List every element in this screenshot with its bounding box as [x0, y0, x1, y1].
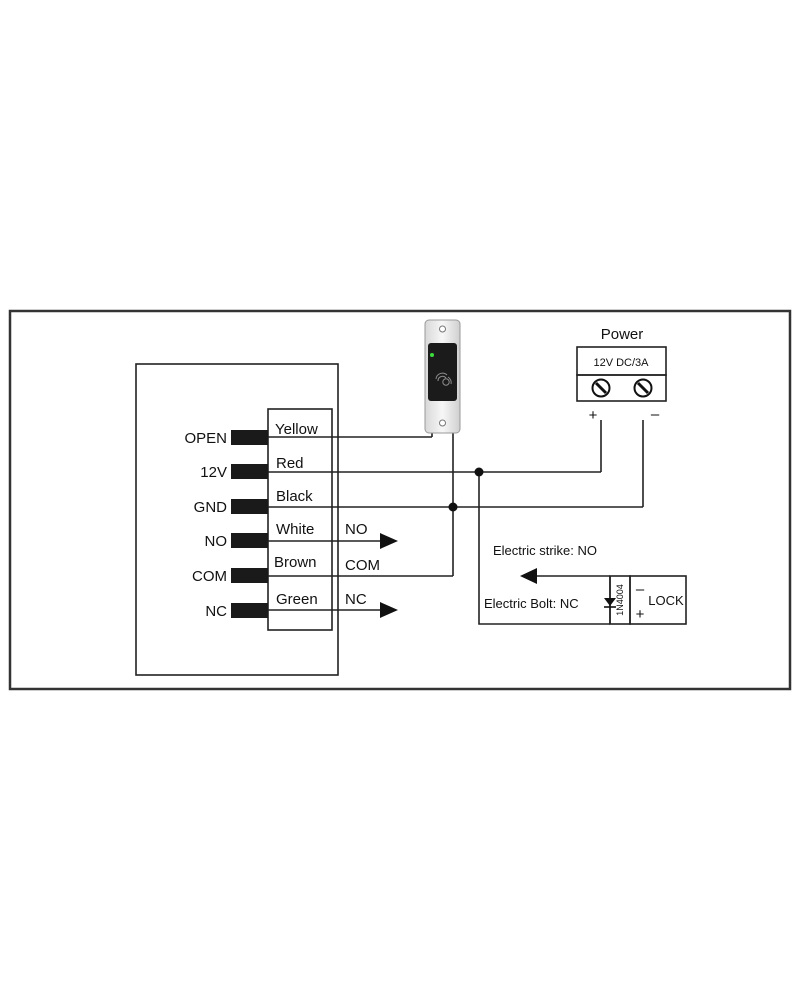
bolt-label: Electric Bolt: NC	[484, 596, 579, 611]
diagram-frame	[8, 309, 792, 691]
wire-label-yellow: Yellow	[275, 421, 318, 438]
diode-label: 1N4004	[615, 584, 625, 616]
reader-device	[424, 319, 461, 434]
wire-label-brown: Brown	[274, 554, 317, 571]
pin-block-no	[231, 533, 268, 548]
pin-label-gnd: GND	[194, 499, 228, 516]
pin-block-open	[231, 430, 268, 445]
wire-label-red: Red	[276, 455, 304, 472]
power-supply: Power 12V DC/3A + –	[576, 326, 667, 424]
arrow-nc	[380, 602, 398, 618]
pin-block-12v	[231, 464, 268, 479]
wire-label-green: Green	[276, 591, 318, 608]
pin-label-no: NO	[205, 533, 228, 550]
junction-dot-black	[448, 502, 458, 512]
reader-panel	[428, 343, 457, 401]
lock-name: LOCK	[648, 593, 684, 608]
pin-block-nc	[231, 603, 268, 618]
pin-label-nc: NC	[205, 603, 227, 620]
pin-blocks	[231, 430, 268, 618]
terminal-strip	[267, 408, 333, 631]
power-plus-label: +	[589, 407, 598, 424]
output-label-no: NO	[345, 521, 368, 538]
pin-block-gnd	[231, 499, 268, 514]
pin-label-12v: 12V	[200, 464, 227, 481]
wire-label-white: White	[276, 521, 314, 538]
power-title: Power	[601, 326, 644, 343]
power-rating: 12V DC/3A	[593, 357, 649, 369]
output-label-com: COM	[345, 557, 380, 574]
lock-section: Electric strike: NO Electric Bolt: NC 1N…	[484, 543, 687, 625]
lock-plus-label: +	[636, 606, 645, 623]
power-screw-minus-icon	[633, 378, 653, 398]
pin-block-com	[231, 568, 268, 583]
reader-screw-top-icon	[439, 325, 446, 333]
strike-arrow	[520, 568, 537, 584]
power-terminal-block	[576, 374, 667, 402]
arrow-no	[380, 533, 398, 549]
power-minus-label: –	[651, 406, 660, 423]
strike-label: Electric strike: NO	[493, 543, 597, 558]
lock-minus-label: –	[636, 581, 645, 598]
junction-dot-red	[474, 467, 484, 477]
power-screw-plus-icon	[591, 378, 611, 398]
wire-lock-feed	[478, 472, 610, 625]
output-label-nc: NC	[345, 591, 367, 608]
reader-screw-bottom-icon	[439, 419, 446, 427]
pin-label-open: OPEN	[184, 430, 227, 447]
pin-label-com: COM	[192, 568, 227, 585]
diode-symbol-icon	[604, 598, 616, 608]
wire-label-black: Black	[276, 488, 313, 505]
controller-box	[135, 363, 339, 676]
reader-led	[430, 353, 434, 357]
fingerprint-icon	[435, 372, 452, 386]
lock-box	[629, 575, 687, 625]
